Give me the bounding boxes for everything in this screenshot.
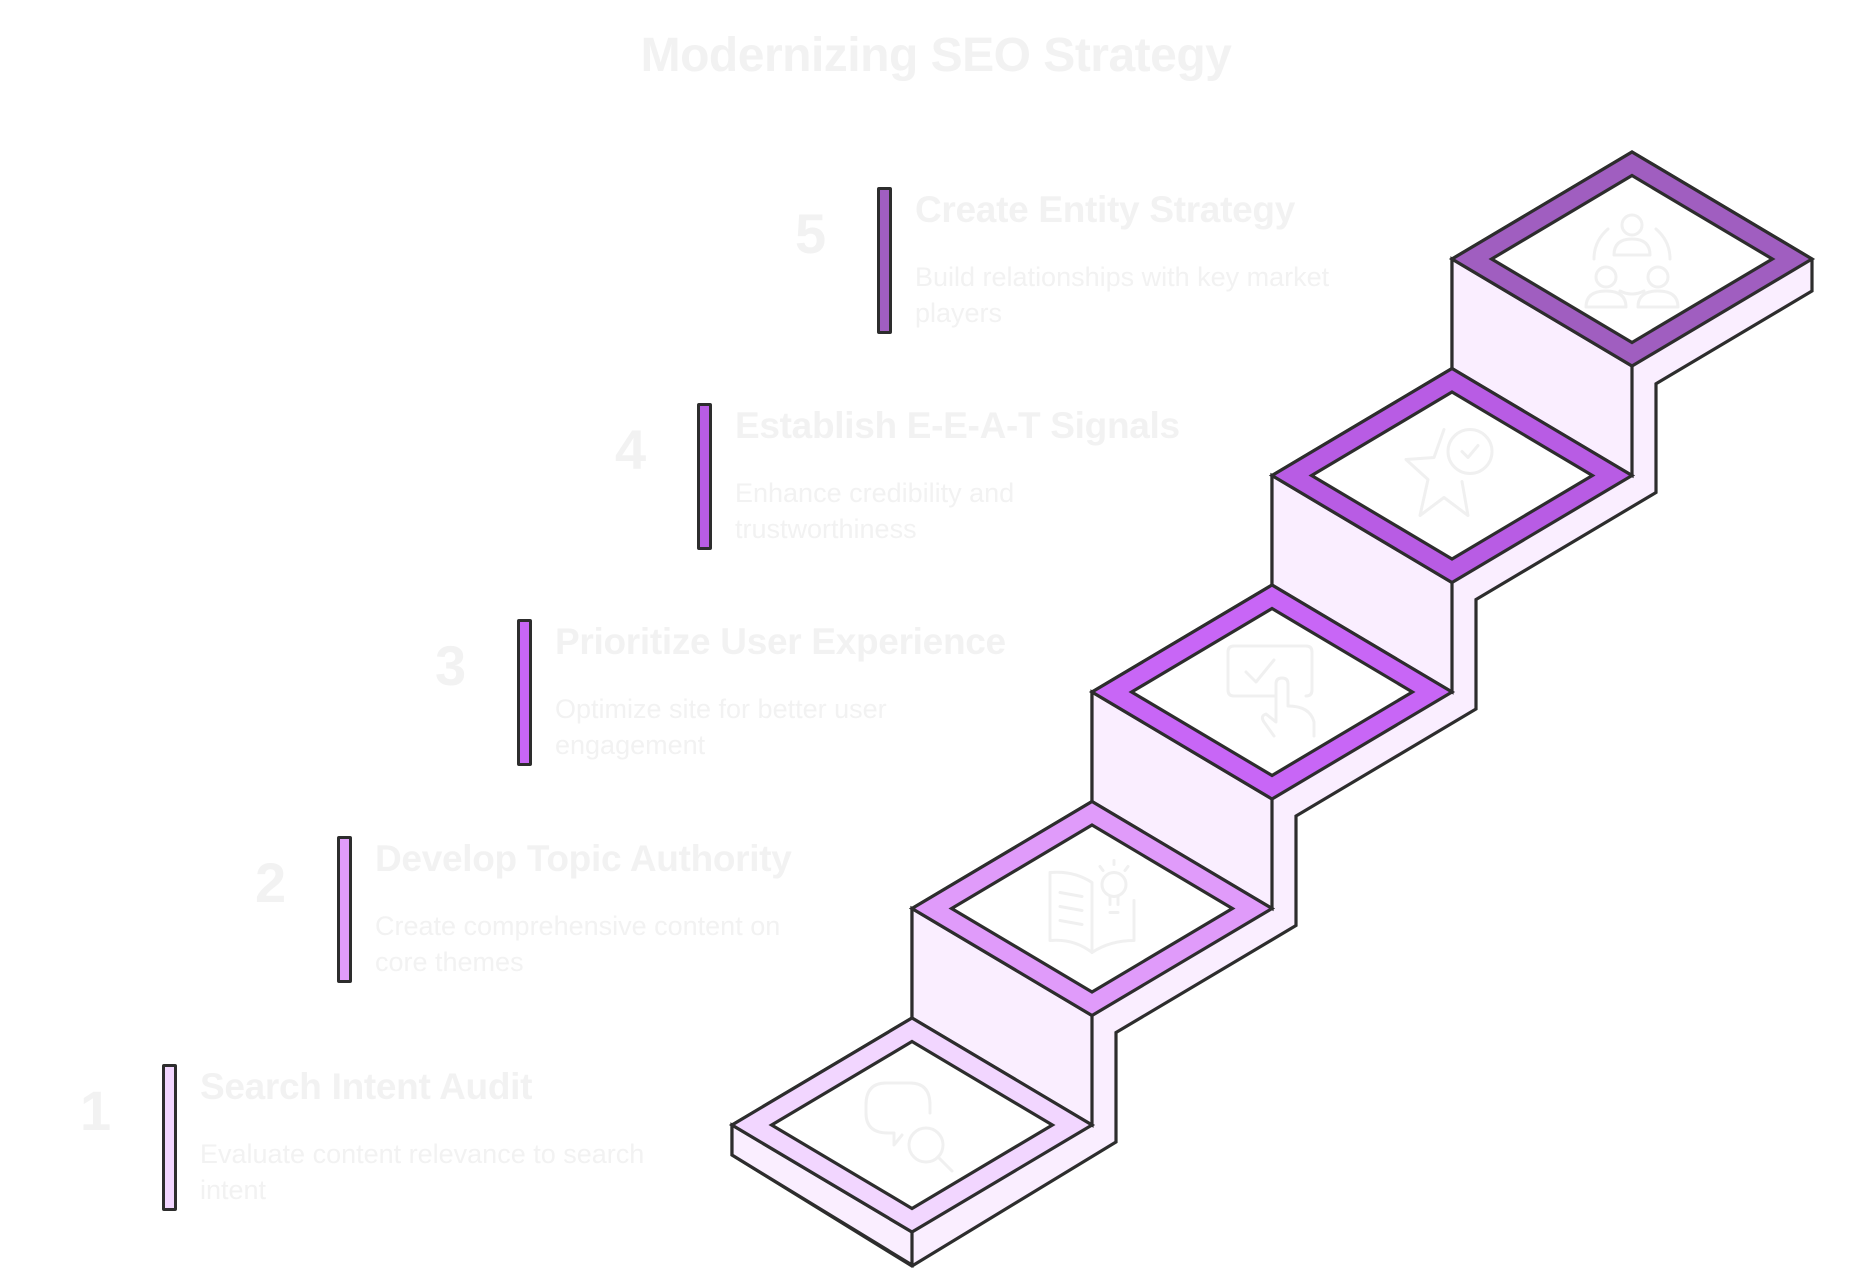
step-item-5: 5 Create Entity Strategy Build relations… (795, 187, 1355, 337)
step-item-3: 3 Prioritize User Experience Optimize si… (435, 619, 1006, 769)
step-item-4: 4 Establish E-E-A-T Signals Enhance cred… (615, 403, 1180, 553)
step-description: Build relationships with key market play… (915, 262, 1330, 328)
step-item-1: 1 Search Intent Audit Evaluate content r… (80, 1064, 644, 1214)
step-item-2: 2 Develop Topic Authority Create compreh… (255, 836, 815, 986)
step-inner-1 (768, 1039, 1056, 1211)
step-inner-5 (1488, 173, 1776, 345)
step-description: Optimize site for better user engagement (555, 694, 887, 760)
star-check-icon (1404, 428, 1494, 517)
step-accent-bar (877, 187, 892, 334)
step-inner-3 (1128, 606, 1416, 778)
step-accent-bar (517, 619, 532, 766)
step-accent-bar (162, 1064, 177, 1211)
step-number: 4 (615, 418, 647, 481)
step-title: Establish E-E-A-T Signals (735, 405, 1180, 446)
step-number: 3 (435, 634, 467, 697)
page-title: Modernizing SEO Strategy (640, 29, 1232, 82)
step-title: Develop Topic Authority (375, 838, 792, 879)
step-accent-bar (697, 403, 712, 550)
book-lightbulb-icon (1048, 859, 1136, 954)
people-network-icon (1584, 213, 1680, 309)
step-title: Prioritize User Experience (555, 621, 1006, 662)
step-inner-4 (1308, 390, 1596, 561)
step-description: Evaluate content relevance to search int… (200, 1139, 645, 1205)
chat-search-icon (864, 1081, 954, 1173)
step-number: 2 (255, 851, 287, 914)
step-title: Create Entity Strategy (915, 189, 1295, 230)
step-title: Search Intent Audit (200, 1066, 533, 1107)
step-description: Create comprehensive content on core the… (375, 911, 781, 977)
touch-checkbox-icon (1226, 644, 1316, 738)
step-number: 5 (795, 202, 827, 265)
step-description: Enhance credibility and trustworthiness (735, 478, 1015, 544)
step-number: 1 (80, 1079, 112, 1142)
step-accent-bar (337, 836, 352, 983)
